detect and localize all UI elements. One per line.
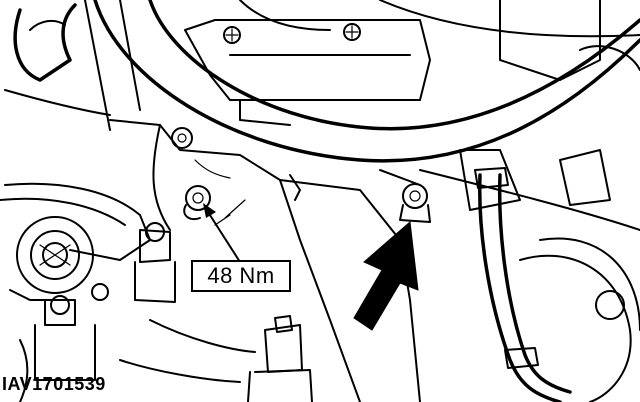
upper-hoses: [93, 0, 640, 163]
engine-block: [109, 119, 421, 402]
vertical-hose: [474, 167, 572, 402]
mount-plate: [0, 182, 151, 301]
right-components: [419, 0, 640, 231]
lower-center-post: [119, 315, 313, 402]
indicated-bolt: [399, 183, 431, 223]
mount-stud: [134, 222, 176, 303]
pointer-arrow: [353, 221, 419, 331]
upper-bracket: [184, 19, 431, 126]
torque-leader: [203, 203, 241, 263]
upper-left-hose: [4, 0, 141, 131]
torque-bolt: [183, 185, 211, 221]
torque-spec-label: 48 Nm: [191, 260, 291, 292]
figure-id: IAV1701539: [2, 374, 106, 394]
small-bolt-left: [171, 127, 193, 149]
lower-right-housing: [519, 237, 640, 402]
lower-left-stud: [19, 295, 96, 402]
